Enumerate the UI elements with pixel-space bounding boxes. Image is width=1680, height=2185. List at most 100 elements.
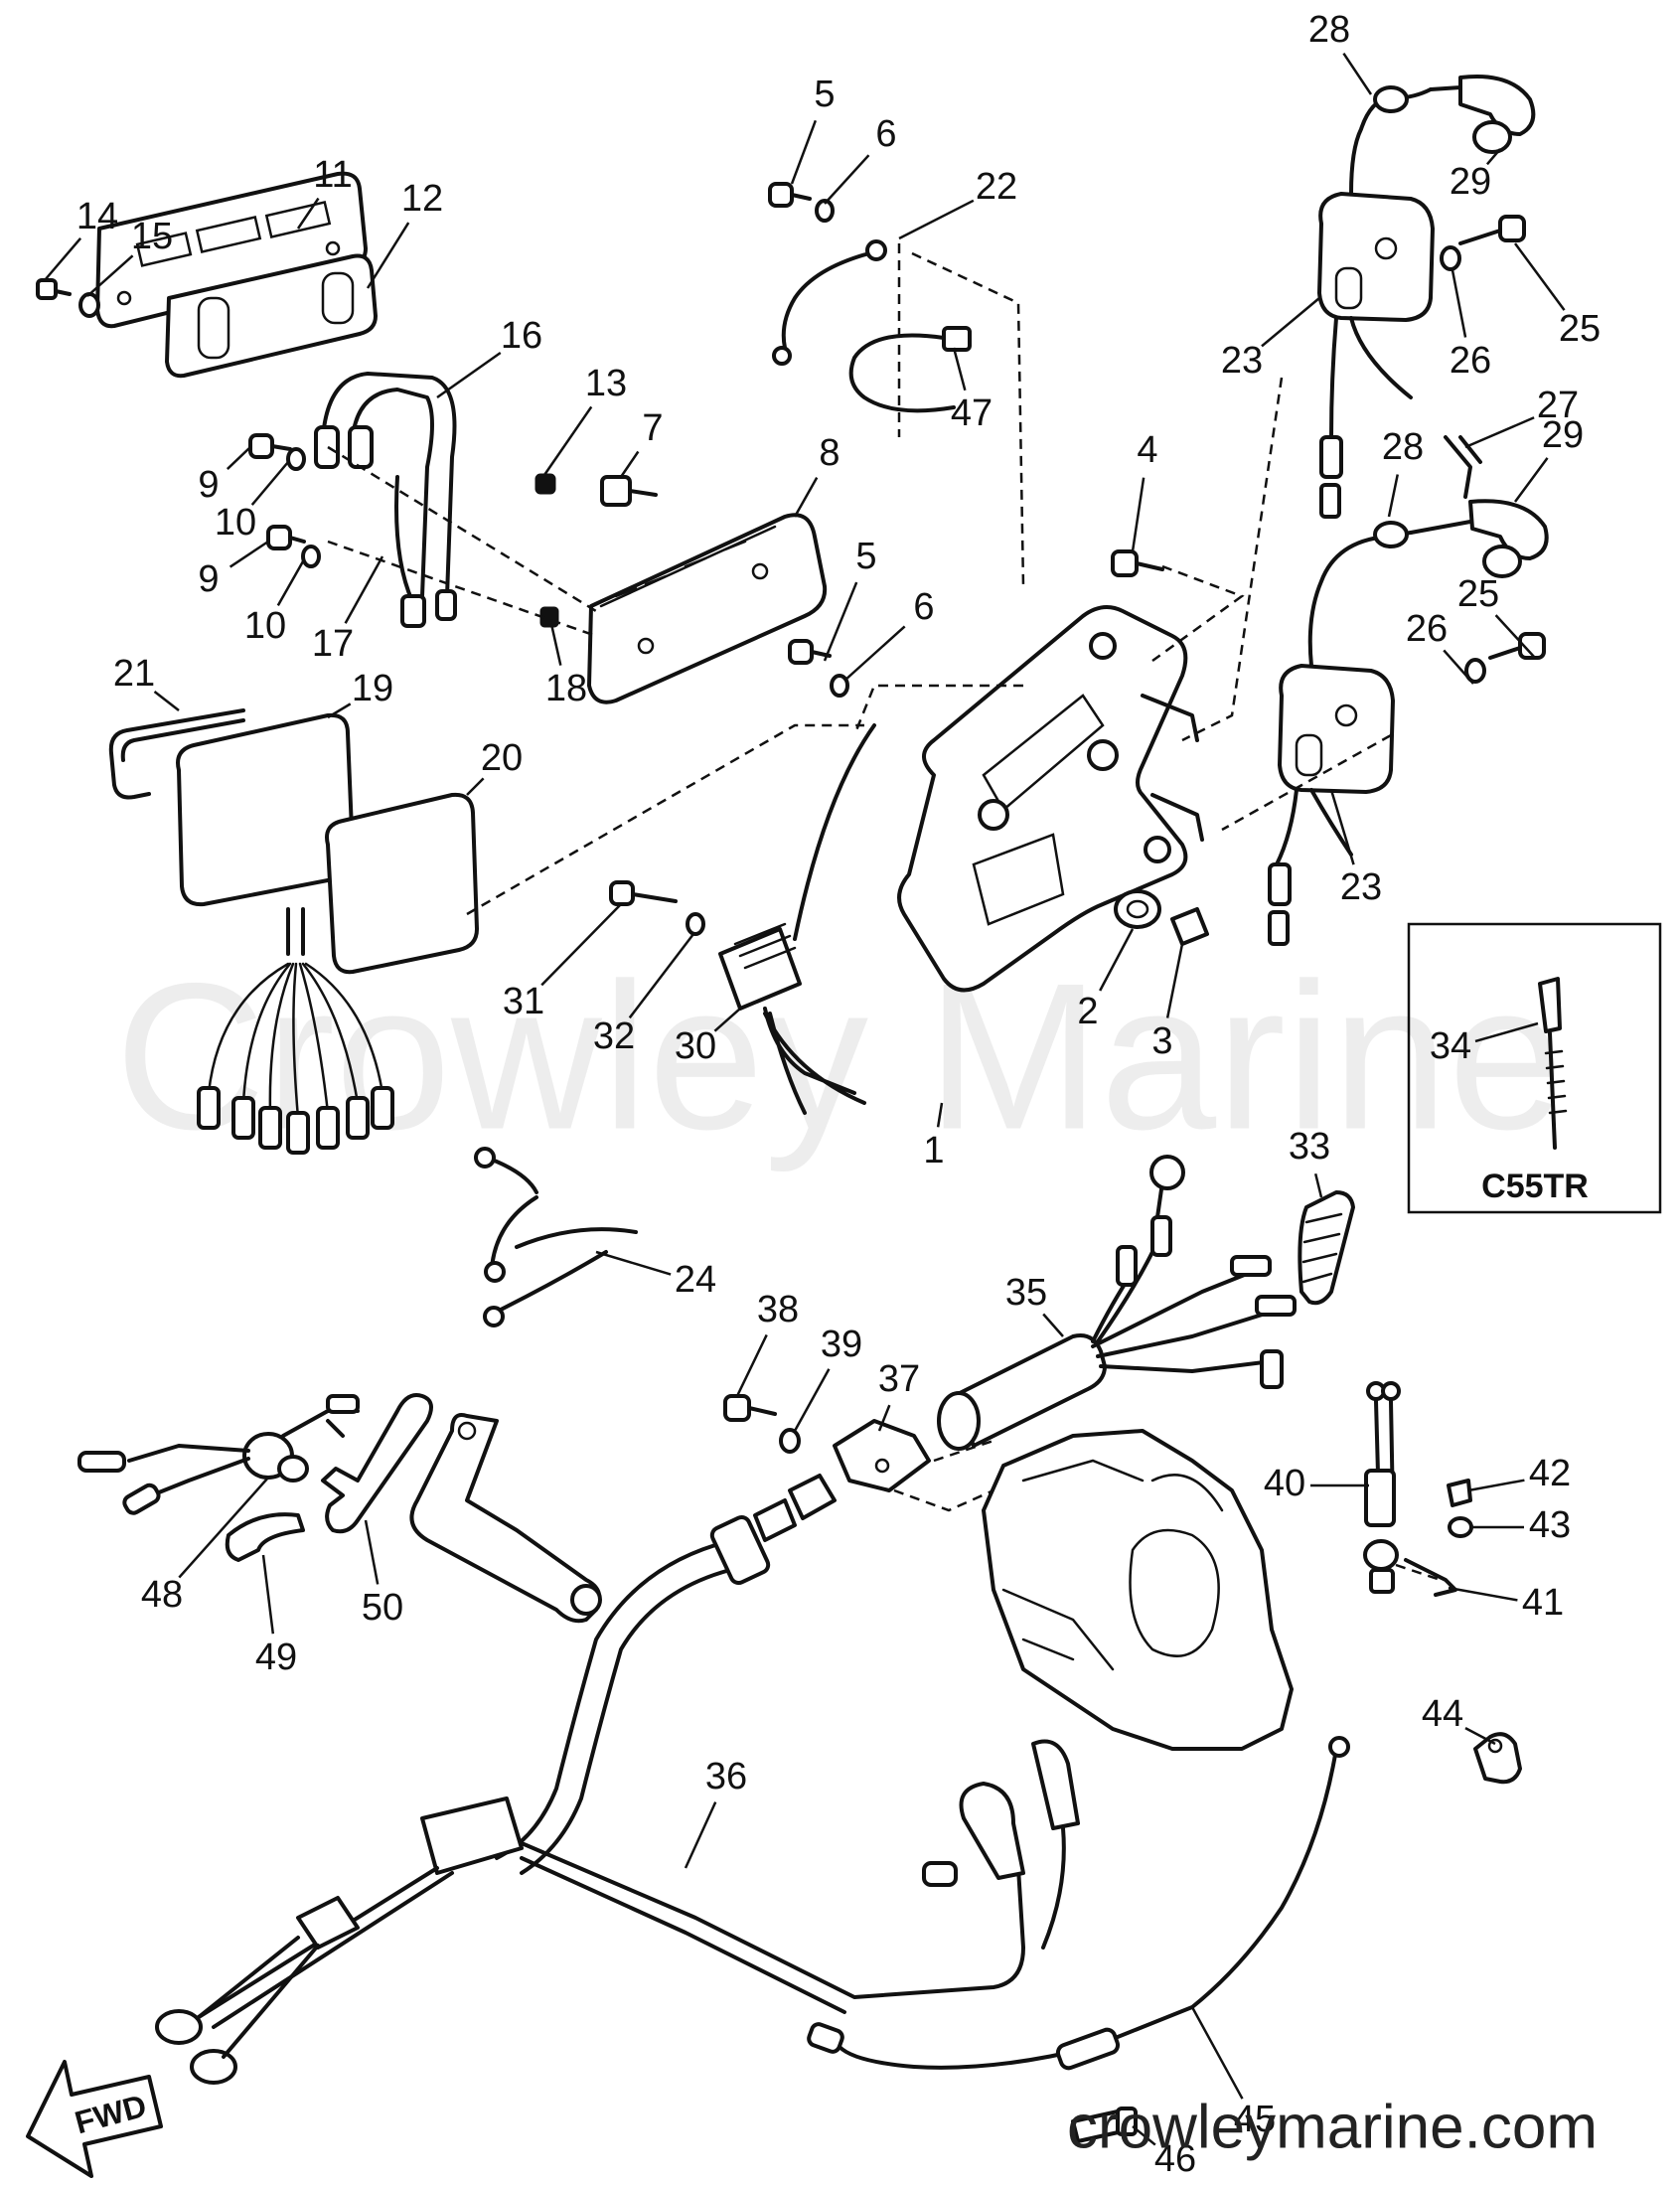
part-number-label: 47 bbox=[951, 392, 993, 434]
part-number-label: 12 bbox=[401, 178, 443, 220]
part-number-label: 31 bbox=[503, 981, 544, 1022]
part-number-label: 29 bbox=[1542, 414, 1584, 456]
thermo-switch-40 bbox=[1363, 1381, 1401, 1594]
bolt-4 bbox=[1111, 549, 1164, 577]
part-number-label: 33 bbox=[1289, 1126, 1330, 1168]
leader-line bbox=[226, 446, 251, 470]
leader-line bbox=[1464, 1727, 1496, 1746]
part-number-label: 28 bbox=[1308, 9, 1350, 51]
leader-line bbox=[793, 477, 819, 518]
wire-harness-16 bbox=[314, 372, 457, 598]
leader-line bbox=[44, 236, 82, 281]
leader-line bbox=[824, 154, 870, 205]
sleeve-33 bbox=[1298, 1190, 1355, 1306]
bracket-37 bbox=[788, 1419, 931, 1520]
gasket-12 bbox=[165, 253, 378, 379]
guide-line bbox=[327, 445, 597, 638]
leader-line bbox=[952, 347, 967, 391]
leader-line bbox=[344, 555, 384, 624]
part-number-label: 24 bbox=[675, 1259, 716, 1301]
leader-line bbox=[1485, 148, 1501, 166]
part-number-label: 20 bbox=[481, 737, 523, 779]
bolt-31 bbox=[609, 880, 678, 906]
leader-line bbox=[229, 540, 269, 568]
part-number-label: 23 bbox=[1221, 340, 1263, 382]
hv-lead-28-lower bbox=[1307, 520, 1472, 668]
leader-line bbox=[1131, 477, 1145, 552]
washer-6-b bbox=[830, 674, 849, 698]
website-text: crowleymarine.com bbox=[1067, 2093, 1598, 2161]
part-number-label: 2 bbox=[1077, 991, 1098, 1032]
cable-tie-47 bbox=[848, 326, 972, 413]
leader-line bbox=[86, 254, 134, 297]
leader-line bbox=[1451, 269, 1467, 338]
rectifier-30 bbox=[718, 723, 876, 1115]
washer-39 bbox=[779, 1428, 801, 1454]
clamp-44 bbox=[1473, 1732, 1522, 1785]
leader-line bbox=[1132, 2125, 1156, 2146]
plug-cap-lower bbox=[922, 1739, 1080, 1950]
leader-line bbox=[542, 405, 593, 476]
part-number-label: 18 bbox=[545, 668, 587, 709]
guide-line bbox=[893, 1439, 994, 1512]
leader-line bbox=[1387, 474, 1399, 518]
part-number-label: 10 bbox=[215, 502, 256, 544]
leader-line bbox=[327, 702, 352, 719]
leader-line bbox=[1329, 789, 1355, 865]
bolt-38 bbox=[723, 1394, 777, 1422]
bolt-42 bbox=[1447, 1479, 1472, 1507]
part-number-label: 6 bbox=[875, 113, 896, 155]
mounting-bracket-1 bbox=[897, 605, 1204, 993]
leader-line bbox=[713, 1008, 741, 1032]
cdi-harness bbox=[197, 907, 394, 1155]
leader-line bbox=[1042, 1313, 1064, 1337]
leader-line bbox=[540, 903, 622, 987]
bolt-7 bbox=[600, 475, 658, 507]
part-number-label: 1 bbox=[923, 1130, 944, 1171]
guide-line bbox=[1395, 1563, 1442, 1582]
part-number-label: 46 bbox=[1154, 2138, 1196, 2180]
part-number-label: 23 bbox=[1340, 866, 1382, 908]
part-number-label: 5 bbox=[855, 536, 876, 577]
part-number-label: 22 bbox=[976, 166, 1017, 208]
leader-line bbox=[1443, 649, 1474, 685]
screw-9-a bbox=[248, 433, 292, 459]
part-number-label: 43 bbox=[1529, 1504, 1571, 1546]
leader-line bbox=[684, 1801, 717, 1869]
washer-43 bbox=[1448, 1516, 1473, 1538]
part-number-label: 40 bbox=[1264, 1463, 1305, 1504]
cdi-unit-19 bbox=[176, 712, 355, 907]
fwd-direction-arrow: FWD bbox=[26, 2060, 163, 2178]
leader-line bbox=[153, 690, 180, 711]
part-number-label: 32 bbox=[593, 1015, 635, 1057]
part-number-label: 30 bbox=[675, 1025, 716, 1067]
screw-14 bbox=[36, 278, 72, 300]
leader-line bbox=[1513, 457, 1549, 503]
leader-line bbox=[936, 1102, 944, 1128]
part-number-label: 42 bbox=[1529, 1453, 1571, 1494]
part-number-label: 8 bbox=[819, 432, 840, 474]
washer-6-a bbox=[815, 199, 835, 223]
part-number-label: 37 bbox=[878, 1358, 920, 1400]
leader-line bbox=[1513, 242, 1566, 311]
inset-label: C55TR bbox=[1481, 1168, 1589, 1205]
bolt-5-a bbox=[768, 182, 812, 208]
part-number-label: 3 bbox=[1151, 1020, 1172, 1062]
coil-wires bbox=[1268, 316, 1413, 946]
leader-line bbox=[843, 625, 906, 682]
leader-line bbox=[1448, 1586, 1518, 1602]
part-number-label: 11 bbox=[313, 154, 352, 196]
part-number-label: 4 bbox=[1137, 429, 1157, 471]
leader-line bbox=[877, 1404, 891, 1432]
leader-line bbox=[250, 461, 289, 506]
part-number-label: 27 bbox=[1537, 385, 1579, 426]
washer-10-b bbox=[301, 545, 321, 568]
leader-line bbox=[549, 623, 562, 666]
part-number-label: 29 bbox=[1450, 161, 1491, 203]
part-number-label: 9 bbox=[198, 464, 219, 506]
part-number-label: 48 bbox=[141, 1574, 183, 1616]
leader-line bbox=[1464, 416, 1535, 449]
part-number-label: 19 bbox=[352, 668, 393, 709]
